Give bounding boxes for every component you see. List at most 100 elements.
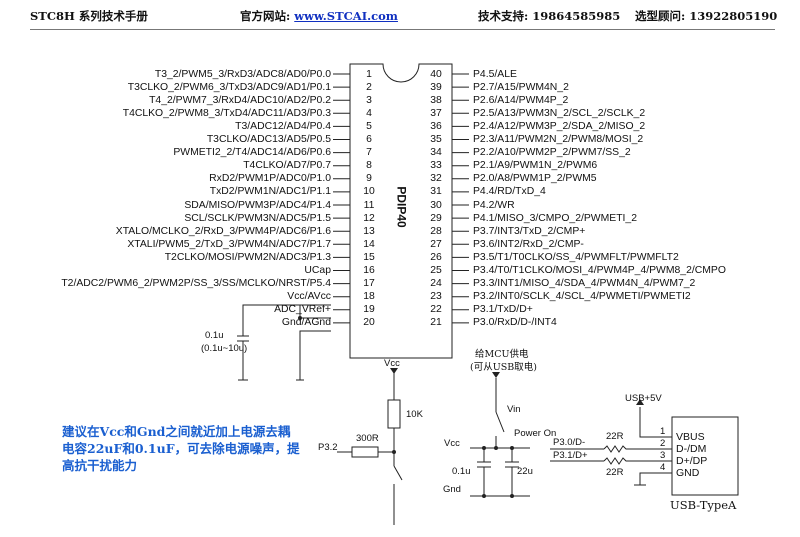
chip-name: PDIP40	[394, 186, 409, 228]
usb-gnd: GND	[676, 467, 700, 479]
r300r-label: 300R	[356, 433, 379, 444]
pin-label: P2.2/A10/PWM2P_2/PWM7/SS_2	[473, 147, 631, 159]
pin-number: 29	[430, 212, 442, 224]
pin-number: 5	[366, 120, 372, 132]
vin-label: Vin	[507, 404, 521, 415]
pin-label: P3.4/T0/T1CLKO/MOSI_4/PWM4P_4/PWM8_2/CMP…	[473, 265, 726, 276]
pin-label: XTALI/PWM5_2/TxD_3/PWM4N/ADC7/P1.7	[127, 238, 331, 250]
pin-number: 33	[430, 160, 442, 172]
usb-pin2: 2	[660, 438, 666, 449]
pin-label: T4_2/PWM7_3/RxD4/ADC10/AD2/P0.2	[149, 94, 331, 106]
power-on-label: Power On	[514, 428, 557, 439]
pin-number: 19	[363, 304, 375, 316]
usb-type-label: USB-TypeA	[670, 498, 737, 512]
pin-number: 21	[430, 317, 442, 329]
usb-pin3: 3	[660, 450, 666, 461]
website: 官方网站: www.STCAI.com	[240, 8, 398, 24]
pin-number: 10	[363, 186, 375, 198]
pin-number: 34	[430, 147, 442, 159]
pin-number: 17	[363, 278, 375, 290]
website-label: 官方网站:	[240, 9, 295, 23]
pin-label: T3_2/PWM5_3/RxD3/ADC8/AD0/P0.0	[154, 68, 331, 80]
pin-label: TxD2/PWM1N/ADC1/P1.1	[209, 186, 331, 198]
pin-number: 12	[363, 212, 375, 224]
pin-label: XTALO/MCLKO_2/RxD_3/PWM4P/ADC6/P1.6	[115, 225, 331, 237]
pin-label: P3.5/T1/T0CLKO/SS_4/PWMFLT/PWMFLT2	[473, 251, 679, 263]
pin-number: 37	[430, 107, 442, 119]
pin-number: 32	[430, 173, 442, 185]
vcc-mid-label: Vcc	[444, 438, 460, 449]
p32-label: P3.2	[318, 442, 338, 453]
pin-number: 22	[430, 304, 442, 316]
r22a-label: 22R	[606, 431, 624, 442]
pin-label: T4CLKO_2/PWM8_3/TxD4/ADC11/AD3/P0.3	[122, 107, 331, 119]
pin-number: 11	[363, 199, 375, 211]
pin-number: 27	[430, 238, 442, 250]
pin-label: T3CLKO/ADC13/AD5/P0.5	[206, 134, 331, 145]
gnd-label: Gnd	[443, 484, 461, 495]
cap-22u-label: 22u	[517, 466, 533, 477]
usb-vbus: VBUS	[676, 431, 705, 443]
pin-label: P4.4/RD/TxD_4	[473, 186, 546, 198]
p30-label: P3.0/D-	[553, 437, 586, 448]
cap-01u-label: 0.1u	[452, 466, 471, 477]
pin-number: 3	[366, 94, 372, 106]
pin-label: P3.6/INT2/RxD_2/CMP-	[473, 238, 584, 250]
pin-label: P2.5/A13/PWM3N_2/SCL_2/SCLK_2	[473, 107, 646, 119]
pin-label: T3CLKO_2/PWM6_3/TxD3/ADC9/AD1/P0.1	[127, 81, 331, 93]
pin-number: 6	[366, 134, 372, 145]
vcc-top-label: Vcc	[384, 358, 400, 369]
pin-number: 16	[363, 265, 375, 276]
pin-number: 9	[366, 173, 372, 185]
header-divider	[30, 29, 775, 30]
pin-number: 26	[430, 251, 442, 263]
pin-label: P2.6/A14/PWM4P_2	[473, 94, 569, 106]
pin-number: 25	[430, 265, 442, 276]
pin-label: P2.1/A9/PWM1N_2/PWM6	[473, 160, 598, 172]
pin-label: T4CLKO/AD7/P0.7	[243, 160, 331, 172]
pin-number: 24	[430, 278, 442, 290]
pin-label: Vcc/AVcc	[287, 291, 331, 303]
decoupling-note: 建议在Vcc和Gnd之间就近加上电源去耦电容22uF和0.1uF，可去除电源噪声…	[62, 424, 300, 473]
website-link[interactable]: www.STCAI.com	[294, 9, 398, 23]
pin-label: P3.7/INT3/TxD_2/CMP+	[473, 225, 586, 237]
pin-number: 35	[430, 134, 442, 145]
pin-number: 2	[366, 81, 372, 93]
cap-left-range: (0.1u~10u)	[201, 343, 248, 354]
pin-number: 4	[366, 107, 372, 119]
pin-number: 23	[430, 291, 442, 303]
pin-label: PWMETI2_2/T4/ADC14/AD6/P0.6	[173, 147, 331, 159]
pin-number: 1	[366, 68, 372, 80]
pin-number: 40	[430, 68, 442, 80]
mcu-supply-label: 给MCU供电	[475, 349, 529, 360]
pin-label: T3/ADC12/AD4/P0.4	[235, 120, 331, 132]
pin-number: 13	[363, 225, 375, 237]
pin-label: P3.2/INT0/SCLK_4/SCL_4/PWMETI/PWMETI2	[473, 291, 691, 303]
pin-number: 18	[363, 291, 375, 303]
pin-number: 7	[366, 147, 372, 159]
pin-label: P4.5/ALE	[473, 68, 517, 80]
support-phone: 技术支持: 19864585985	[478, 9, 621, 23]
pin-label: P2.0/A8/PWM1P_2/PWM5	[473, 173, 597, 185]
pin-label: P4.2/WR	[473, 199, 515, 211]
pin-label: RxD2/PWM1P/ADC0/P1.0	[209, 173, 331, 185]
pin-label: Gnd/AGnd	[281, 317, 331, 329]
pin-label: P4.1/MISO_3/CMPO_2/PWMETI_2	[473, 212, 637, 224]
pin-number: 8	[366, 160, 372, 172]
usb-pin1: 1	[660, 426, 666, 437]
chip-body	[349, 63, 453, 359]
usb5v-label: USB+5V	[625, 393, 662, 404]
pin-label: SCL/SCLK/PWM3N/ADC5/P1.5	[184, 212, 331, 224]
r22b-label: 22R	[606, 467, 624, 478]
pin-number: 30	[430, 199, 442, 211]
mcu-supply-sub: (可从USB取电)	[470, 362, 537, 373]
consultant-phone: 选型顾问: 13922805190	[635, 9, 778, 23]
pin-number: 20	[363, 317, 375, 329]
pin-label: P2.4/A12/PWM3P_2/SDA_2/MISO_2	[473, 120, 646, 132]
pin-number: 31	[430, 186, 442, 198]
pin-number: 28	[430, 225, 442, 237]
usb-dm: D-/DM	[676, 443, 707, 455]
manual-title: STC8H 系列技术手册	[30, 9, 148, 23]
pin-label: T2/ADC2/PWM6_2/PWM2P/SS_3/SS/MCLKO/NRST/…	[61, 278, 331, 290]
